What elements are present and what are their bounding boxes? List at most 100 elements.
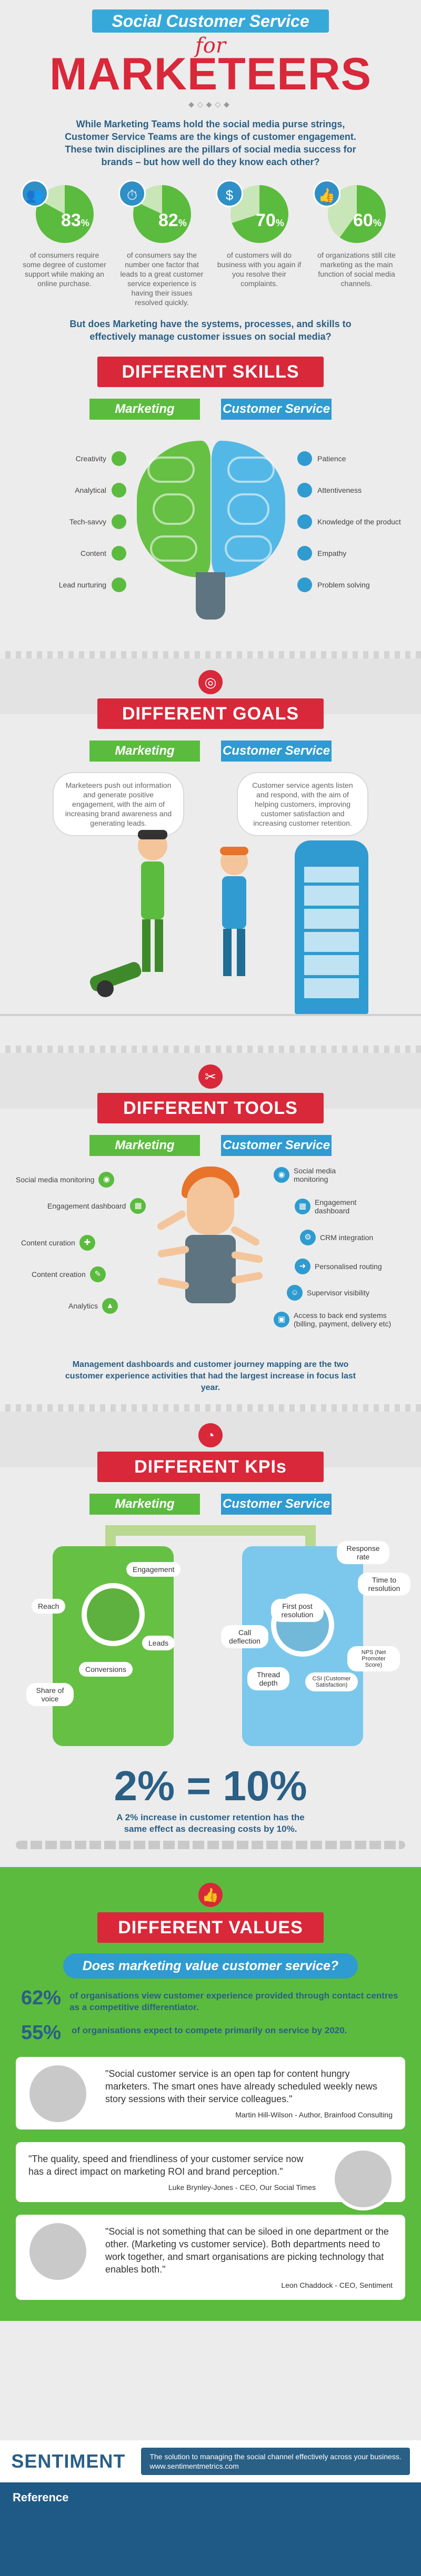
kpi-left-label: Reach	[32, 1599, 66, 1614]
tools-banner: DIFFERENT TOOLS	[76, 1093, 345, 1123]
brain-stem	[196, 572, 225, 620]
stat-value: 83%	[61, 210, 89, 230]
kpi-right-label: Response rate	[337, 1541, 389, 1564]
character-body	[185, 1235, 236, 1303]
quote-card: "Social customer service is an open tap …	[16, 2057, 405, 2129]
skill-left-item: Tech-savvy	[69, 514, 126, 529]
skill-left-item: Analytical	[75, 483, 126, 498]
value-stat-text: of organisations view customer experienc…	[69, 1991, 398, 2012]
goals-banner: DIFFERENT GOALS	[76, 698, 345, 729]
target-icon: ◎	[198, 670, 223, 694]
tool-left-item: Content curation✚	[21, 1235, 95, 1251]
value-stat-row: 55% of organisations expect to compete p…	[0, 2022, 421, 2044]
tool-left-item: Analytics▲	[68, 1298, 118, 1314]
avatar	[26, 2220, 89, 2283]
phone-box-icon	[295, 840, 368, 1014]
crm-icon: ⚙	[300, 1230, 316, 1245]
stats-row: 👥 83% of consumers require some degree o…	[0, 168, 421, 307]
kpi-machines: Engagement Reach Leads Conversions Share…	[0, 1515, 421, 1851]
stat-item: 👍 60% of organizations still cite market…	[313, 180, 400, 307]
sentiment-logo: SENTIMENT	[11, 2450, 126, 2472]
clock-icon: ⏱	[118, 180, 146, 207]
marketing-goal-text: Marketeers push out information and gene…	[53, 772, 184, 836]
values-section: 👍 DIFFERENT VALUES Does marketing value …	[0, 1867, 421, 2321]
retention-equation: 2% = 10%	[114, 1762, 307, 1809]
backend-icon: ▣	[274, 1312, 289, 1327]
question-text: But does Marketing have the systems, pro…	[69, 319, 352, 342]
creation-icon: ✎	[89, 1266, 106, 1282]
value-stat-pct: 62%	[21, 1987, 62, 2009]
dashboard-icon: ▦	[295, 1199, 310, 1214]
service-goal-text: Customer service agents listen and respo…	[237, 772, 368, 836]
service-tag: Customer Service	[221, 1494, 332, 1515]
marketing-tag: Marketing	[89, 1135, 200, 1156]
thumbs-up-icon: 👍	[198, 1883, 223, 1907]
quote-author: Leon Chaddock - CEO, Sentiment	[281, 2281, 393, 2289]
kpi-left-label: Conversions	[79, 1662, 133, 1677]
kpi-right-label: CSI (Customer Satisfaction)	[305, 1672, 358, 1691]
intro-text: While Marketing Teams hold the social me…	[65, 119, 356, 167]
quote-text: "Social is not something that can be sil…	[105, 2226, 389, 2275]
patience-icon	[297, 451, 312, 466]
character-head	[187, 1177, 234, 1235]
skills-tags: Marketing Customer Service	[0, 399, 421, 420]
kpi-right-label: Time to resolution	[358, 1573, 410, 1596]
tool-left-item: Content creation✎	[32, 1266, 106, 1282]
page-title: MARKETEERS	[49, 49, 372, 99]
marketer-figure-icon	[138, 830, 167, 972]
wrench-icon: ✂	[198, 1064, 223, 1089]
skill-right-item: Problem solving	[297, 577, 370, 592]
kpis-banner: DIFFERENT KPIs	[76, 1452, 345, 1482]
skill-right-item: Attentiveness	[297, 483, 362, 498]
stat-item: ⏱ 82% of consumers say the number one fa…	[118, 180, 205, 307]
title-ribbon: Social Customer Service	[81, 9, 340, 35]
monitoring-icon: ◉	[98, 1172, 115, 1188]
tools-tags: Marketing Customer Service	[0, 1135, 421, 1156]
quote-author: Luke Brynley-Jones - CEO, Our Social Tim…	[168, 2183, 316, 2192]
ornament-divider: ◆◇◆◇◆	[188, 100, 233, 108]
analytics-icon	[112, 483, 126, 498]
tool-right-item: ▦Engagement dashboard	[295, 1198, 374, 1215]
brain-left-icon	[137, 441, 210, 577]
brain-illustration: Creativity Analytical Tech-savvy Content…	[0, 430, 421, 651]
tool-right-item: ◉Social media monitoring	[274, 1167, 353, 1183]
values-banner: DIFFERENT VALUES	[76, 1912, 345, 1943]
brand-url[interactable]: www.sentimentmetrics.com	[149, 2462, 239, 2470]
stat-pie: 70%	[230, 185, 288, 243]
stat-item: 👥 83% of consumers require some degree o…	[21, 180, 108, 307]
marketing-tag: Marketing	[89, 741, 200, 762]
kpis-section: DIFFERENT KPIs Marketing Customer Servic…	[0, 1452, 421, 1851]
marketing-tag: Marketing	[89, 399, 200, 420]
curation-icon: ✚	[79, 1235, 95, 1251]
stat-desc: of consumers say the number one factor t…	[120, 251, 204, 307]
stat-desc: of organizations still cite marketing as…	[317, 251, 396, 288]
knowledge-icon	[297, 514, 312, 529]
lead-icon	[112, 577, 126, 592]
header: Social Customer Service for MARKETEERS ◆…	[0, 0, 421, 108]
quote-author: Martin Hill-Wilson - Author, Brainfood C…	[235, 2111, 393, 2119]
creativity-icon	[112, 451, 126, 466]
stat-value: 60%	[353, 210, 382, 230]
kpi-right-label: Call deflection	[221, 1625, 268, 1648]
skill-right-item: Empathy	[297, 546, 346, 561]
skill-right-item: Patience	[297, 451, 346, 466]
value-stat-pct: 55%	[21, 2022, 62, 2044]
content-icon	[112, 546, 126, 561]
dashboard-icon: ▦	[130, 1198, 146, 1214]
stat-pie: 82%	[133, 185, 191, 243]
tech-icon	[112, 514, 126, 529]
kpi-right-label: NPS (Net Promoter Score)	[347, 1646, 400, 1671]
kpi-left-label: Share of voice	[26, 1683, 74, 1706]
tool-left-item: Engagement dashboard▦	[47, 1198, 147, 1214]
avatar	[332, 2147, 395, 2210]
quote-text: "Social customer service is an open tap …	[105, 2068, 377, 2104]
ground-line	[0, 1014, 421, 1016]
gauge-icon: ◔	[198, 1423, 223, 1447]
skill-left-item: Content	[81, 546, 126, 561]
section-divider: ✂	[0, 1046, 421, 1109]
kpi-left-label: Leads	[142, 1636, 175, 1650]
kpis-tags: Marketing Customer Service	[0, 1494, 421, 1515]
skill-right-item: Knowledge of the product	[297, 514, 403, 529]
quote-card: "Social is not something that can be sil…	[16, 2215, 405, 2300]
service-tag: Customer Service	[221, 399, 332, 420]
